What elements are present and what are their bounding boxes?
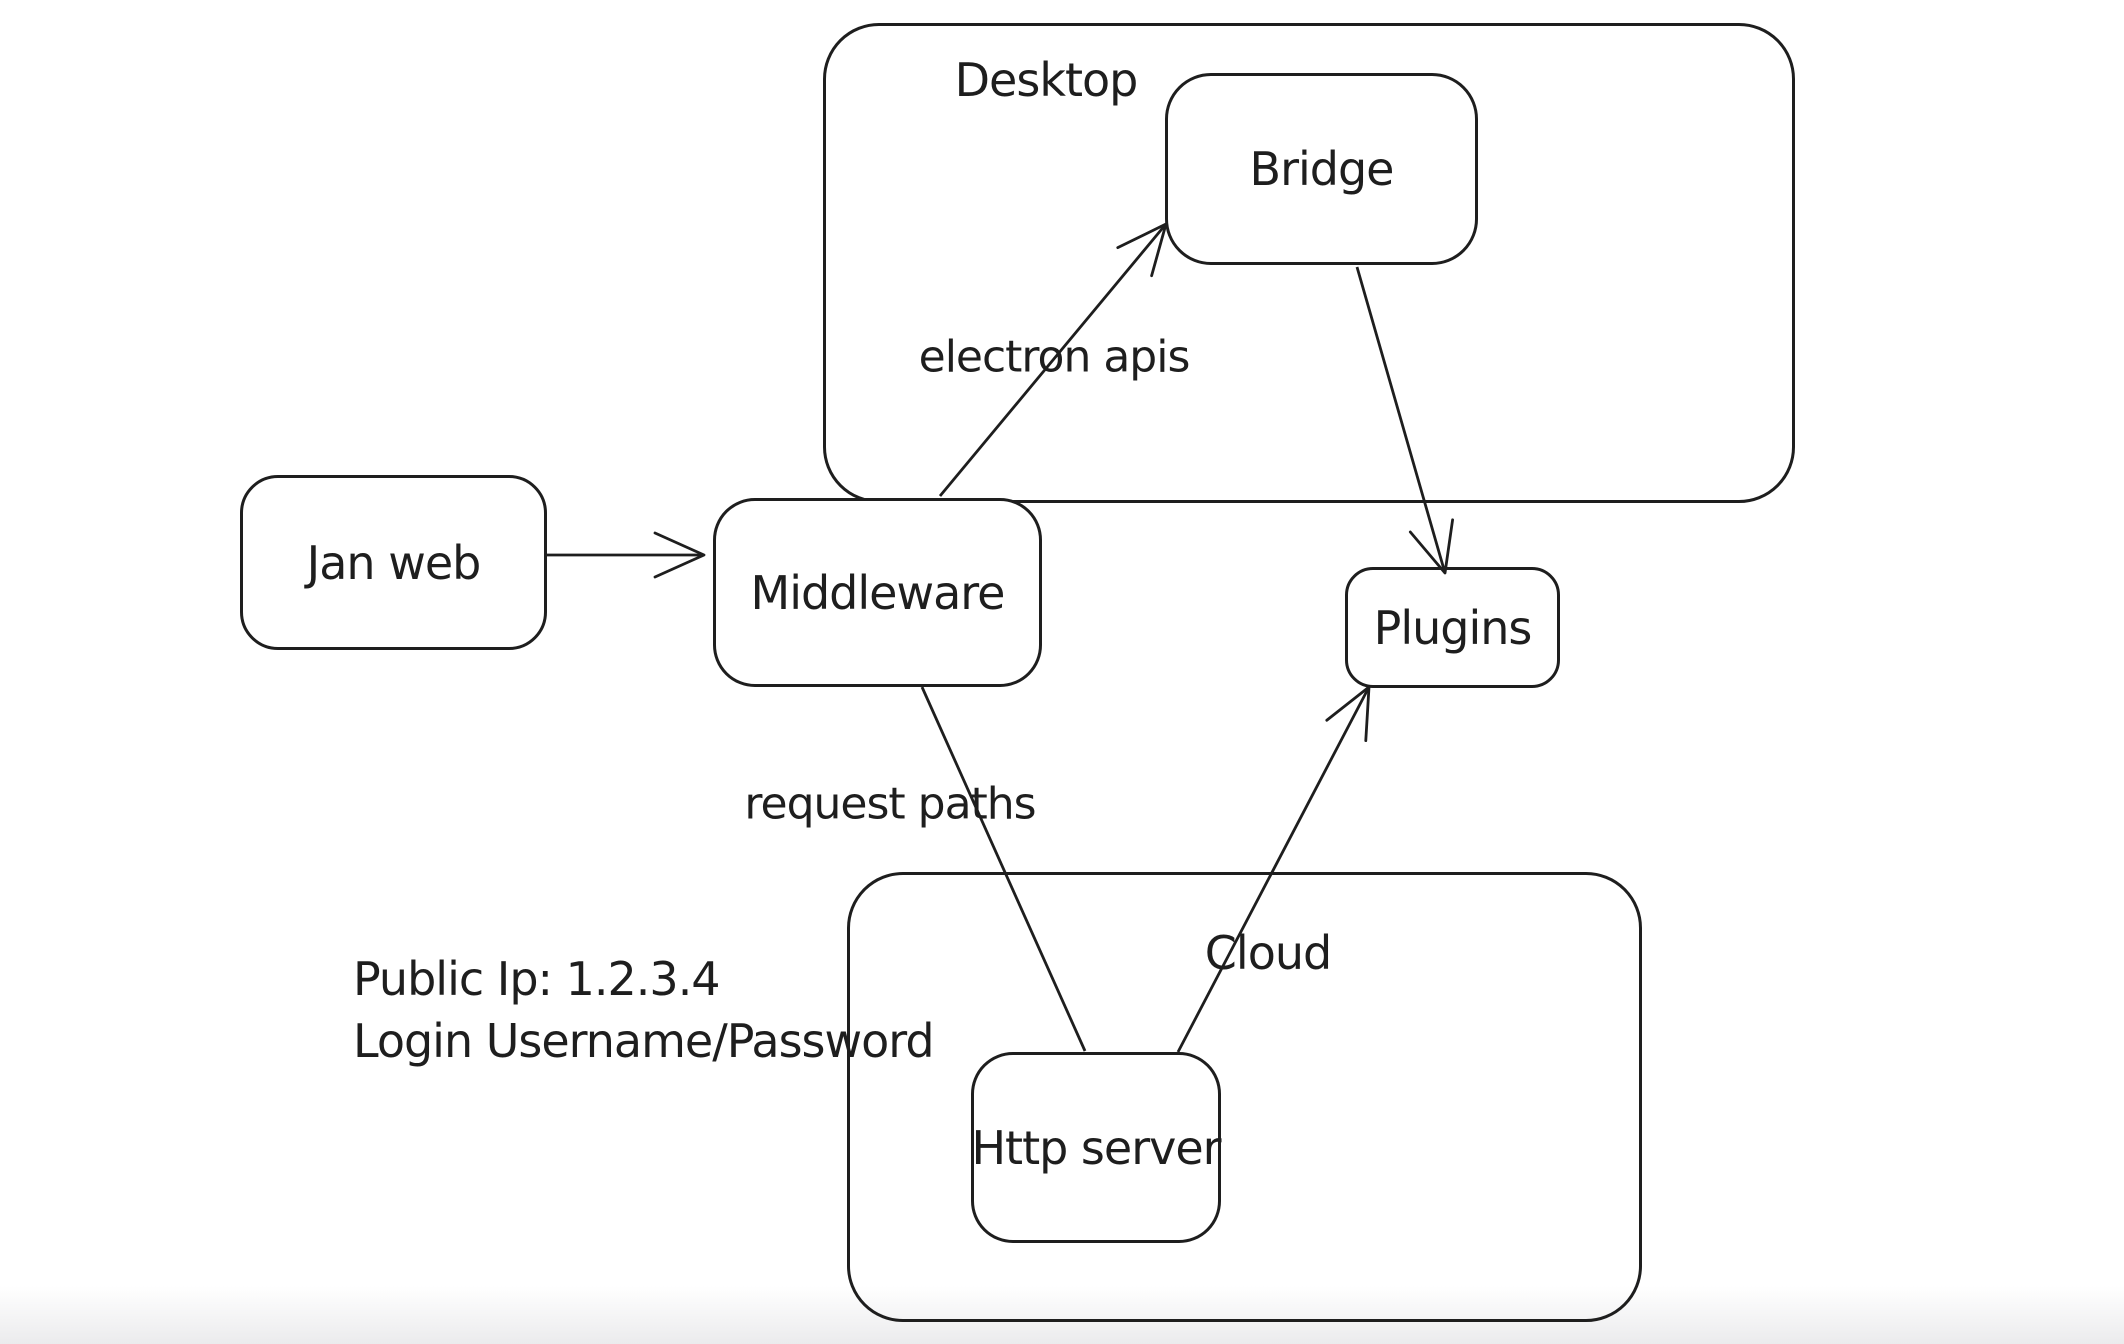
bottom-fade-strip	[0, 1286, 2124, 1344]
cloud-group-container[interactable]	[847, 872, 1642, 1322]
annotation-public-ip: Public Ip: 1.2.3.4	[353, 952, 721, 1006]
annotation-login: Login Username/Password	[353, 1014, 935, 1068]
bridge-node-label: Bridge	[1249, 142, 1395, 196]
http-server-node-label: Http server	[971, 1120, 1221, 1175]
middleware-node-label: Middleware	[750, 565, 1006, 620]
line-middleware-to-http-server[interactable]	[920, 686, 1087, 1052]
cloud-group-label[interactable]: Cloud	[1204, 926, 1332, 980]
annotation-text-block[interactable]: Public Ip: 1.2.3.4 Login Username/Passwo…	[353, 948, 935, 1072]
http-server-node[interactable]: Http server	[971, 1052, 1222, 1243]
middleware-node[interactable]: Middleware	[713, 498, 1042, 687]
plugins-node[interactable]: Plugins	[1345, 567, 1560, 688]
arrow-middleware-to-bridge[interactable]	[938, 222, 1168, 497]
desktop-group-container[interactable]	[823, 23, 1795, 503]
request-paths-edge-label[interactable]: request paths	[744, 778, 1036, 830]
bridge-node[interactable]: Bridge	[1165, 73, 1478, 265]
jan-web-node-label: Jan web	[306, 535, 482, 590]
desktop-group-label[interactable]: Desktop	[954, 53, 1139, 107]
arrow-http-server-to-plugins[interactable]	[1176, 685, 1371, 1053]
jan-web-node[interactable]: Jan web	[240, 475, 547, 650]
electron-apis-edge-label[interactable]: electron apis	[918, 331, 1191, 383]
plugins-node-label: Plugins	[1373, 600, 1533, 655]
arrow-bridge-to-plugins[interactable]	[1355, 266, 1455, 575]
